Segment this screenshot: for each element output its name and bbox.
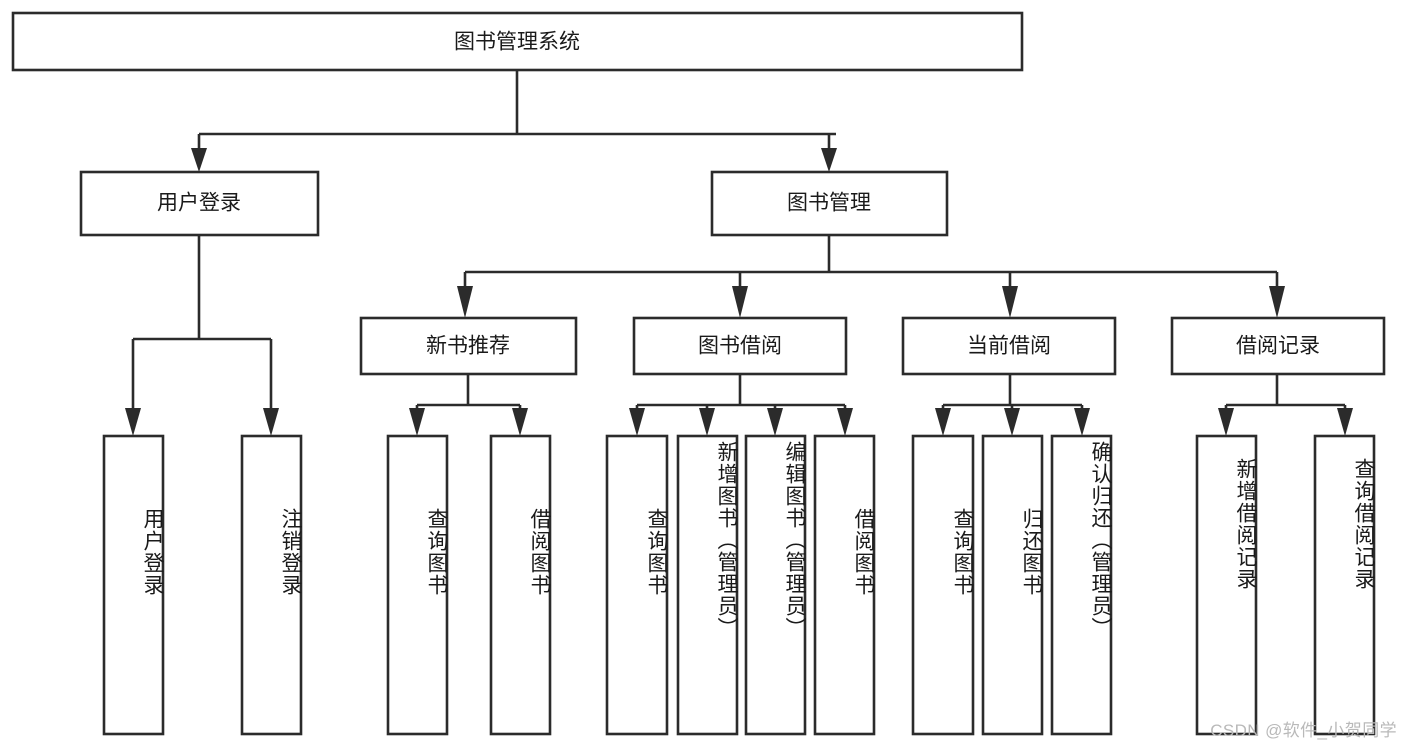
arrow-bookmgmt-c2 <box>732 286 748 318</box>
node-root-label: 图书管理系统 <box>454 31 580 54</box>
arrow-newbook-c1 <box>409 408 425 436</box>
node-borrow-record-label: 借阅记录 <box>1236 335 1320 358</box>
leaf-boxes <box>102 434 1376 736</box>
arrow-current-c3 <box>1074 408 1090 436</box>
leaf-box-logout[interactable] <box>240 434 303 736</box>
node-borrow-record[interactable]: 借阅记录 <box>1170 316 1386 376</box>
leaf-box-confirm-return[interactable] <box>1050 434 1113 736</box>
node-book-management[interactable]: 图书管理 <box>710 170 949 237</box>
arrow-current-c1 <box>935 408 951 436</box>
arrow-bookmgmt-c4 <box>1269 286 1285 318</box>
leaf-box-borrow-book-b[interactable] <box>813 434 876 736</box>
node-new-book-recommend-label: 新书推荐 <box>426 335 510 358</box>
arrow-current-c2 <box>1004 408 1020 436</box>
arrow-bookmgmt-c1 <box>457 286 473 318</box>
node-current-borrow[interactable]: 当前借阅 <box>901 316 1117 376</box>
node-current-borrow-box[interactable] <box>901 316 1117 376</box>
leaf-box-edit-book[interactable] <box>744 434 807 736</box>
leaf-box-query-book-a[interactable] <box>386 434 449 736</box>
leaf-box-return-book[interactable] <box>981 434 1044 736</box>
leaf-box-query-book-c[interactable] <box>911 434 975 736</box>
node-book-borrow-box[interactable] <box>632 316 848 376</box>
node-root[interactable]: 图书管理系统 <box>11 11 1024 72</box>
leaf-box-query-book-b[interactable] <box>605 434 669 736</box>
node-book-management-box[interactable] <box>710 170 949 237</box>
node-book-borrow-label: 图书借阅 <box>698 335 782 358</box>
leaf-box-add-record[interactable] <box>1195 434 1258 736</box>
arrow-userlogin-c1 <box>125 408 141 436</box>
arrow-record-c2 <box>1337 408 1353 436</box>
arrow-record-c1 <box>1218 408 1234 436</box>
node-book-borrow[interactable]: 图书借阅 <box>632 316 848 376</box>
node-new-book-recommend[interactable]: 新书推荐 <box>359 316 578 376</box>
node-user-login-box[interactable] <box>79 170 320 237</box>
arrow-borrow-c3 <box>767 408 783 436</box>
leaf-box-borrow-book-a[interactable] <box>489 434 552 736</box>
arrow-userlogin-c2 <box>263 408 279 436</box>
connectors <box>125 70 1353 436</box>
arrow-borrow-c1 <box>629 408 645 436</box>
arrow-to-userlogin <box>191 148 207 172</box>
leaf-box-user-login[interactable] <box>102 434 165 736</box>
node-borrow-record-box[interactable] <box>1170 316 1386 376</box>
node-user-login-label: 用户登录 <box>157 192 241 215</box>
arrow-newbook-c2 <box>512 408 528 436</box>
leaf-box-query-record[interactable] <box>1313 434 1376 736</box>
arrow-to-bookmgmt <box>821 148 837 172</box>
arrow-borrow-c2 <box>699 408 715 436</box>
leaf-box-add-book[interactable] <box>676 434 739 736</box>
node-book-management-label: 图书管理 <box>787 192 871 215</box>
arrow-borrow-c4 <box>837 408 853 436</box>
node-root-box[interactable] <box>11 11 1024 72</box>
node-current-borrow-label: 当前借阅 <box>967 335 1051 358</box>
node-user-login[interactable]: 用户登录 <box>79 170 320 237</box>
node-new-book-recommend-box[interactable] <box>359 316 578 376</box>
arrow-bookmgmt-c3 <box>1002 286 1018 318</box>
csdn-watermark: CSDN @软件_小贺同学 <box>1210 721 1397 740</box>
